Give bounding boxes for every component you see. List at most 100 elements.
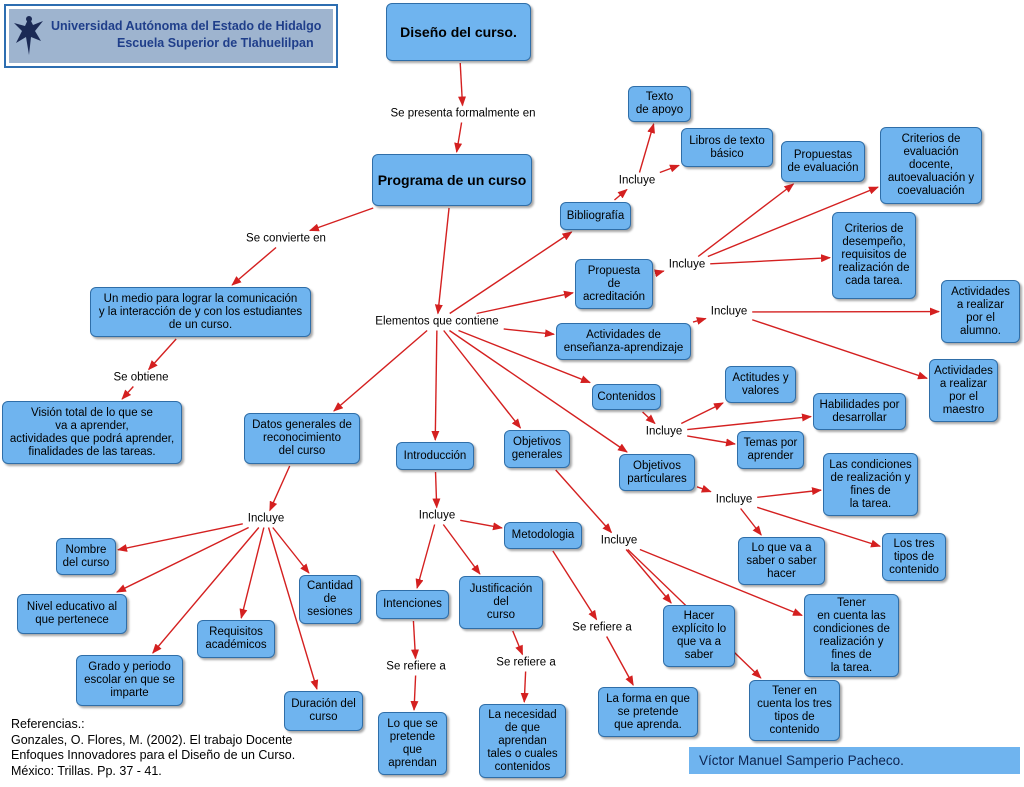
node-duracion: Duración del curso [284,691,363,731]
label-incluye-actividades: Incluye [707,305,751,319]
arrow-bibliografia-to-incluye_biblio [614,188,628,201]
arrow-incluye_datos-to-cantidad [272,527,310,574]
school-name: Escuela Superior de Tlahuelilpan [117,36,314,50]
arrow-elementos-to-objpart [449,329,628,453]
node-cantidad: Cantidad de sesiones [299,575,361,624]
arrow-incluye_biblio-to-texto_apoyo [638,123,655,173]
references-title: Referencias.: [11,717,85,731]
node-intenciones: Intenciones [376,590,449,619]
arrow-incluye_intro-to-justificacion [442,524,481,575]
reference-line: Enfoques Innovadores para el Diseño de u… [11,748,296,762]
arrow-incluye_cont-to-temas [687,435,736,447]
arrow-incluye_datos-to-grado [152,527,260,654]
arrow-intenciones-to-se_refiere_int [411,620,420,660]
arrow-incluye_part-to-tres_tipos [757,506,881,548]
node-lo-que-va: Lo que va a saber o saber hacer [738,537,825,585]
arrow-se_refiere_met-to-forma [606,636,634,686]
node-necesidad: La necesidad de que aprendan tales o cua… [479,704,566,778]
arrow-incluye_datos-to-requisitos [239,527,265,619]
arrow-contenidos-to-incluye_cont [642,411,656,425]
node-libros: Libros de texto básico [681,128,773,167]
node-criterios-desempeno: Criterios de desempeño, requisitos de re… [832,212,916,299]
node-tres-tipos: Los tres tipos de contenido [882,533,946,581]
arrow-elementos-to-bibliografia [449,231,573,315]
label-incluye-acreditacion: Incluye [665,258,709,272]
arrow-programa-to-elementos [434,207,450,315]
node-propuestas-evaluacion: Propuestas de evaluación [781,141,865,182]
node-introduccion: Introducción [396,442,474,470]
label-incluye-particulares: Incluye [712,493,756,507]
node-diseno: Diseño del curso. [386,3,531,61]
arrow-incluye_obj-to-tener_condiciones [639,548,803,617]
arrow-objgen-to-incluye_obj [555,469,613,534]
label-incluye-datos: Incluye [244,512,288,526]
node-lo-que-pretende: Lo que se pretende que aprendan [378,712,447,775]
arrow-se_refiere_just-to-necesidad [520,671,529,703]
node-programa: Programa de un curso [372,154,532,206]
node-grado: Grado y periodo escolar en que se impart… [76,655,183,706]
node-nivel: Nivel educativo al que pertenece [17,594,127,634]
arrow-datos-to-incluye_datos [269,465,291,512]
author-banner: Víctor Manuel Samperio Pacheco. [689,747,1020,774]
label-se-refiere-metodologia: Se refiere a [569,621,635,635]
university-header: Universidad Autónoma del Estado de Hidal… [4,4,338,68]
node-nombre: Nombre del curso [56,538,116,575]
node-hacer-explicito: Hacer explícito lo que va a saber [663,605,735,667]
node-temas: Temas por aprender [737,431,804,469]
arrow-incluye_intro-to-intenciones [415,524,436,589]
node-tener-condiciones: Tener en cuenta las condiciones de reali… [804,594,899,677]
label-se-convierte: Se convierte en [243,232,329,246]
reference-line: México: Trillas. Pp. 37 - 41. [11,763,162,778]
node-propuesta-acreditacion: Propuesta de acreditación [575,259,653,309]
arrow-incluye_part-to-condiciones [757,487,822,499]
arrow-se_obtiene-to-vision [121,386,134,400]
arrow-justificacion-to-se_refiere_just [512,630,524,656]
author-name: Víctor Manuel Samperio Pacheco. [699,753,904,768]
label-elementos: Elementos que contiene [372,315,502,329]
label-incluye-bibliografia: Incluye [615,174,659,188]
references: Referencias.: Gonzales, O. Flores, M. (2… [11,717,295,779]
node-contenidos: Contenidos [592,384,661,410]
arrow-incluye_cont-to-habilidades [687,413,812,431]
arrow-incluye_intro-to-metodologia [460,519,503,531]
node-justificacion: Justificación del curso [459,576,543,629]
node-metodologia: Metodologia [504,522,582,549]
arrow-incluye_biblio-to-libros [659,164,680,174]
arrow-incluye_part-to-lo_que_va [740,508,762,536]
arrow-elementos-to-contenidos [458,329,591,384]
arrow-introduccion-to-incluye_intro [432,471,441,509]
label-se-refiere-intenciones: Se refiere a [383,660,449,674]
arrow-elementos-to-introduccion [431,330,440,441]
arrow-objpart-to-incluye_part [696,484,712,493]
label-incluye-intro: Incluye [415,509,459,523]
label-incluye-objetivos: Incluye [597,534,641,548]
arrow-elementos-to-datos [333,329,428,412]
arrow-incluye_datos-to-nivel [116,526,249,593]
arrow-diseno-to-se_presenta [458,62,467,107]
arrow-incluye_act-to-act_maestro [751,319,928,380]
arrow-incluye_acred-to-criterios_desemp [710,254,831,265]
node-objetivos-particulares: Objetivos particulares [619,454,695,491]
node-datos: Datos generales de reconocimiento del cu… [244,413,360,464]
node-vision: Visión total de lo que se va a aprender,… [2,401,182,464]
node-actividades-maestro: Actividades a realizar por el maestro [929,359,998,422]
node-actividades: Actividades de enseñanza-aprendizaje [556,323,691,360]
arrow-incluye_obj-to-hacer_explicito [625,549,672,604]
arrow-incluye_datos-to-duracion [267,527,319,690]
node-tener-tipos: Tener en cuenta los tres tipos de conten… [749,680,840,741]
node-bibliografia: Bibliografía [560,202,631,230]
arrow-se_refiere_int-to-lo_que_pretende [410,675,419,711]
label-se-obtiene: Se obtiene [110,371,172,385]
arrow-incluye_cont-to-actitudes [680,402,724,425]
node-actitudes: Actitudes y valores [725,366,796,403]
node-requisitos: Requisitos académicos [197,620,275,658]
arrow-propuesta_acred-to-incluye_acred [654,269,665,278]
arrow-metodologia-to-se_refiere_met [552,550,598,621]
arrow-actividades-to-incluye_act [692,317,707,325]
arrow-elementos-to-propuesta_acred [476,290,574,315]
university-name: Universidad Autónoma del Estado de Hidal… [51,19,322,33]
arrow-se_presenta-to-programa [454,122,463,153]
node-objetivos-generales: Objetivos generales [504,430,570,468]
reference-line: Gonzales, O. Flores, M. (2002). El traba… [11,732,293,747]
